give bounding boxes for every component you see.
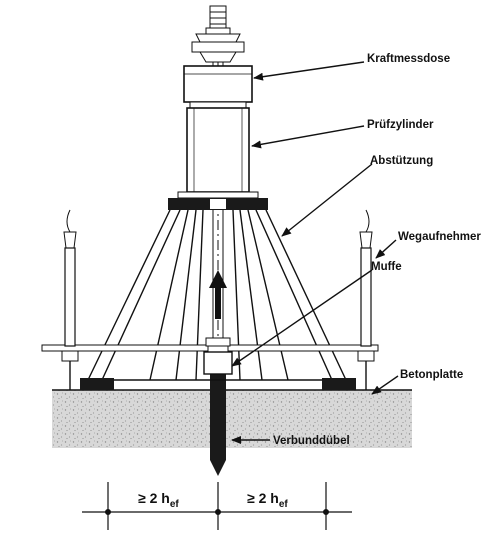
support-legs	[87, 209, 347, 381]
dimension-left: ≥ 2 hef	[138, 490, 179, 510]
leader-wegaufnehmer	[375, 239, 397, 259]
support-base	[80, 378, 356, 390]
displacement-transducer-right	[357, 209, 375, 390]
leader-abstuetzung	[281, 163, 373, 237]
load-direction-arrow	[209, 270, 227, 319]
dimension-right: ≥ 2 hef	[247, 490, 288, 510]
support-plate	[168, 198, 268, 210]
label-pruefzylinder: Prüfzylinder	[367, 119, 434, 131]
label-muffe: Muffe	[371, 261, 402, 273]
label-kraftmessdose: Kraftmessdose	[367, 53, 450, 65]
top-rod	[205, 5, 231, 35]
load-cell	[183, 65, 253, 109]
leader-muffe	[231, 269, 373, 367]
leader-kraftmessdose	[253, 61, 365, 81]
leader-arrows	[231, 61, 399, 444]
displacement-transducer-left	[61, 209, 79, 390]
test-cylinder	[177, 107, 259, 199]
label-wegaufnehmer: Wegaufnehmer	[398, 231, 481, 243]
spherical-seat	[191, 33, 245, 63]
coupler	[203, 337, 233, 375]
leader-betonplatte	[371, 375, 399, 395]
label-betonplatte: Betonplatte	[400, 369, 463, 381]
label-abstuetzung: Abstützung	[370, 155, 433, 167]
dimension-line	[82, 482, 352, 530]
leader-pruefzylinder	[251, 125, 365, 149]
label-verbundduebel: Verbunddübel	[273, 435, 350, 447]
